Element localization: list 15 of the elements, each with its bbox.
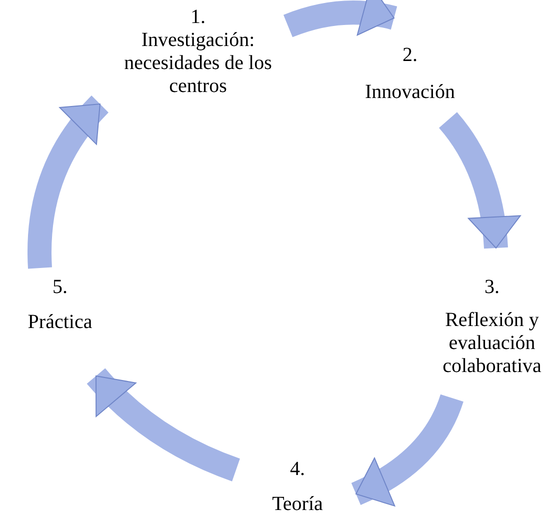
step-number: 3. — [484, 276, 500, 299]
step-label: Práctica — [28, 311, 92, 334]
step-label: Investigación: necesidades de los centros — [123, 29, 273, 98]
curved-block-arrow — [28, 96, 109, 268]
step-number: 1. — [190, 6, 206, 29]
curved-block-arrow — [284, 0, 397, 38]
step-number: 2. — [402, 44, 418, 67]
curved-block-arrow — [351, 394, 464, 506]
step-label: Reflexión y evaluación colaborativa — [442, 309, 542, 378]
step-number: 5. — [52, 276, 68, 299]
step-label: Innovación — [365, 81, 455, 104]
step-number: 4. — [290, 458, 305, 481]
curved-block-arrow — [87, 368, 240, 482]
step-label: Teoría — [272, 493, 323, 516]
curved-block-arrow — [438, 112, 520, 249]
